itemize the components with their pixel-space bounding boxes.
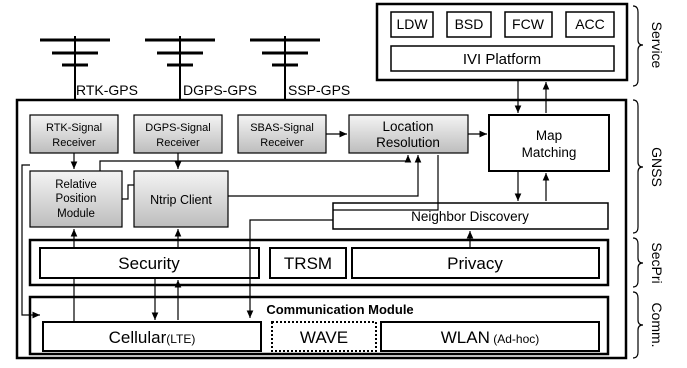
svg-text:DGPS-Signal: DGPS-Signal: [145, 122, 210, 134]
svg-text:WAVE: WAVE: [300, 328, 348, 347]
svg-text:Security: Security: [118, 254, 180, 273]
service-app-bsd: BSD: [446, 11, 492, 38]
antenna-ssp-label: SSP-GPS: [288, 82, 350, 98]
ivi-platform: IVI Platform: [390, 45, 615, 72]
svg-text:ACC: ACC: [575, 16, 605, 32]
svg-text:Privacy: Privacy: [447, 254, 503, 273]
trsm-box: TRSM: [269, 247, 347, 279]
privacy-box: Privacy: [351, 247, 600, 279]
antenna-dgps-label: DGPS-GPS: [183, 82, 257, 98]
svg-text:Neighbor Discovery: Neighbor Discovery: [411, 209, 529, 224]
antenna-dgps: [145, 36, 215, 100]
wave-box: WAVE: [271, 321, 377, 352]
svg-text:Map: Map: [536, 128, 562, 143]
svg-text:Position: Position: [56, 193, 97, 205]
svg-text:WLAN (Ad-hoc): WLAN (Ad-hoc): [441, 328, 539, 347]
svg-text:Cellular(LTE): Cellular(LTE): [109, 328, 196, 347]
service-app-acc: ACC: [565, 11, 615, 38]
svg-text:Matching: Matching: [522, 145, 577, 160]
rtk-signal-receiver: RTK-Signal Receiver: [29, 114, 119, 154]
layer-label-gnss: GNSS: [649, 147, 665, 187]
ntrip-client: Ntrip Client: [133, 170, 229, 228]
antenna-ssp: [250, 36, 320, 100]
svg-text:Resolution: Resolution: [376, 135, 440, 150]
svg-text:FCW: FCW: [512, 16, 545, 32]
dgps-signal-receiver: DGPS-Signal Receiver: [133, 114, 223, 154]
svg-text:Location: Location: [382, 119, 433, 134]
wlan-box: WLAN (Ad-hoc): [380, 321, 600, 352]
relative-position-module: Relative Position Module: [29, 170, 123, 228]
svg-text:RTK-Signal: RTK-Signal: [46, 122, 102, 134]
svg-text:Ntrip Client: Ntrip Client: [150, 193, 212, 207]
antenna-rtk-label: RTK-GPS: [76, 82, 138, 98]
svg-text:Receiver: Receiver: [156, 137, 200, 149]
sbas-signal-receiver: SBAS-Signal Receiver: [237, 114, 327, 154]
layer-label-service: Service: [649, 22, 665, 69]
svg-text:IVI Platform: IVI Platform: [463, 51, 541, 68]
svg-text:SBAS-Signal: SBAS-Signal: [250, 122, 314, 134]
map-matching: Map Matching: [488, 114, 610, 172]
location-resolution: Location Resolution: [348, 114, 469, 154]
comm-title: Communication Module: [266, 302, 413, 317]
svg-text:TRSM: TRSM: [284, 254, 332, 273]
neighbor-discovery: Neighbor Discovery: [332, 202, 609, 230]
layer-brackets: [632, 5, 644, 359]
antenna-rtk: [40, 36, 110, 100]
svg-text:Receiver: Receiver: [52, 137, 96, 149]
layer-label-comm: Comm.: [649, 302, 665, 347]
cellular-box: Cellular(LTE): [42, 321, 262, 352]
connectors: [21, 80, 550, 322]
security-box: Security: [39, 247, 260, 279]
service-app-fcw: FCW: [504, 11, 553, 38]
service-app-ldw: LDW: [390, 11, 434, 38]
svg-text:Receiver: Receiver: [260, 137, 304, 149]
layer-label-secpri: SecPri: [649, 242, 665, 283]
svg-text:Module: Module: [57, 208, 95, 220]
svg-text:Relative: Relative: [55, 179, 97, 191]
main-container: [15, 98, 628, 360]
svg-text:LDW: LDW: [396, 16, 428, 32]
svg-text:BSD: BSD: [455, 16, 484, 32]
